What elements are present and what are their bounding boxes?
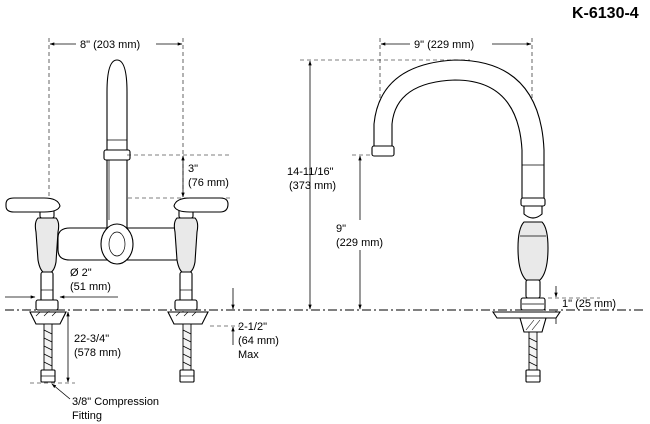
fitting-label-line1: 3/8" Compression <box>72 396 159 408</box>
shank-diameter-mm-label: (51 mm) <box>70 281 111 293</box>
right-supply-hose <box>167 311 209 383</box>
spout-drop-in-label: 3" <box>188 163 198 175</box>
front-spout <box>106 59 128 233</box>
reach-label: 9" (229 mm) <box>414 39 474 51</box>
aerator-height-in-label: 9" <box>336 223 346 235</box>
side-view: 9" (229 mm) 14-11/16" (373 mm) 9" (229 m… <box>287 37 616 383</box>
left-handle-body <box>34 217 60 275</box>
side-handle-body <box>517 221 549 281</box>
overall-height-mm-label: (373 mm) <box>289 180 336 192</box>
right-handle-body <box>173 217 199 275</box>
hose-length-in-label: 22-3/4" <box>74 333 109 345</box>
max-deck-in-label: 2-1/2" <box>238 321 267 333</box>
model-number: K-6130-4 <box>572 5 639 22</box>
hose-length-mm-label: (578 mm) <box>74 347 121 359</box>
side-gooseneck-spout <box>373 59 545 201</box>
spout-drop-mm-label: (76 mm) <box>188 177 229 189</box>
overall-height-in-label: 14-11/16" <box>287 166 334 178</box>
max-deck-note: Max <box>238 349 259 361</box>
deck-thickness-label: 1" (25 mm) <box>562 298 616 310</box>
front-view: 8" (203 mm) 3" (76 mm) Ø 2" (51 m <box>5 37 645 422</box>
left-lever <box>5 197 61 213</box>
side-supply-hose <box>491 311 562 383</box>
side-handle-lever <box>523 205 543 219</box>
max-deck-mm-label: (64 mm) <box>238 335 279 347</box>
left-supply-hose <box>29 311 67 383</box>
centers-width-label: 8" (203 mm) <box>80 39 140 51</box>
shank-diameter-in-label: Ø 2" <box>70 267 92 279</box>
fitting-label-line2: Fitting <box>72 410 102 422</box>
right-lever <box>173 197 229 213</box>
aerator-height-mm-label: (229 mm) <box>336 237 383 249</box>
